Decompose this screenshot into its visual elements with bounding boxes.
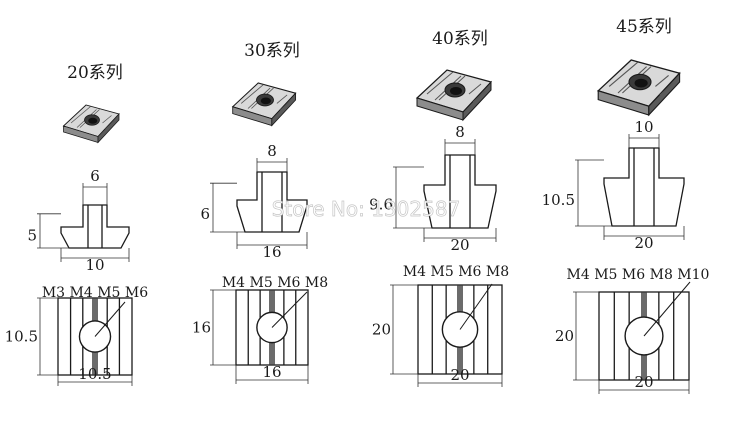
thread-sizes-label: M3 M4 M5 M6 xyxy=(42,285,148,301)
store-watermark: Store No: 1302587 xyxy=(272,197,461,221)
series-title: 45系列 xyxy=(616,17,672,37)
flange-height-label: 5 xyxy=(27,227,37,245)
side-view-profile: 10 20 10.5 xyxy=(542,118,685,252)
series-s20: 20系列 6 10 5 10.5 10.5 M3 M4 M5 M6 xyxy=(5,63,148,386)
base-width-label: 16 xyxy=(262,243,281,261)
stem-width-label: 6 xyxy=(90,167,100,185)
top-view-width-label: 10.5 xyxy=(78,365,111,383)
side-view-profile: 6 10 5 xyxy=(27,167,130,274)
top-view-profile: 20 20 M4 M5 M6 M8 M10 xyxy=(555,267,710,394)
top-view-width-label: 20 xyxy=(634,373,653,391)
base-width-label: 20 xyxy=(634,234,653,252)
series-title: 20系列 xyxy=(67,63,123,83)
top-view-profile: 20 20 M4 M5 M6 M8 xyxy=(372,264,509,387)
stem-width-label: 8 xyxy=(455,123,465,141)
t-nut-3d-image xyxy=(62,104,120,144)
top-view-width-label: 16 xyxy=(262,363,281,381)
series-title: 30系列 xyxy=(244,41,300,61)
base-width-label: 10 xyxy=(85,256,104,274)
stem-width-label: 10 xyxy=(634,118,653,136)
series-s30: 30系列 8 16 6 16 16 M4 M5 M6 M8 xyxy=(192,41,328,384)
base-width-label: 20 xyxy=(450,236,469,254)
flange-height-label: 10.5 xyxy=(542,191,575,209)
top-view-height-label: 20 xyxy=(372,321,391,339)
flange-height-label: 6 xyxy=(200,205,210,223)
side-view-profile: 8 20 9.6 xyxy=(369,123,497,254)
top-view-height-label: 10.5 xyxy=(5,328,38,346)
top-view-profile: 10.5 10.5 M3 M4 M5 M6 xyxy=(5,285,148,386)
thread-sizes-label: M4 M5 M6 M8 xyxy=(222,275,328,291)
top-view-profile: 16 16 M4 M5 M6 M8 xyxy=(192,275,328,384)
stem-width-label: 8 xyxy=(267,142,277,160)
t-nut-3d-image xyxy=(231,82,297,127)
side-view-profile: 8 16 6 xyxy=(200,142,308,261)
top-view-width-label: 20 xyxy=(450,366,469,384)
thread-sizes-label: M4 M5 M6 M8 xyxy=(403,264,509,280)
t-nut-3d-image xyxy=(415,69,493,122)
top-view-height-label: 16 xyxy=(192,319,211,337)
top-view-height-label: 20 xyxy=(555,327,574,345)
thread-sizes-label: M4 M5 M6 M8 M10 xyxy=(567,267,710,283)
series-title: 40系列 xyxy=(432,29,488,49)
flange-height-label: 9.6 xyxy=(369,196,393,214)
series-s40: 40系列 8 20 9.6 20 20 M4 M5 M6 M8 xyxy=(369,29,509,387)
t-nut-3d-image xyxy=(596,59,681,117)
series-s45: 45系列 10 20 10.5 20 20 M4 M5 M6 M8 M10 xyxy=(542,17,710,394)
